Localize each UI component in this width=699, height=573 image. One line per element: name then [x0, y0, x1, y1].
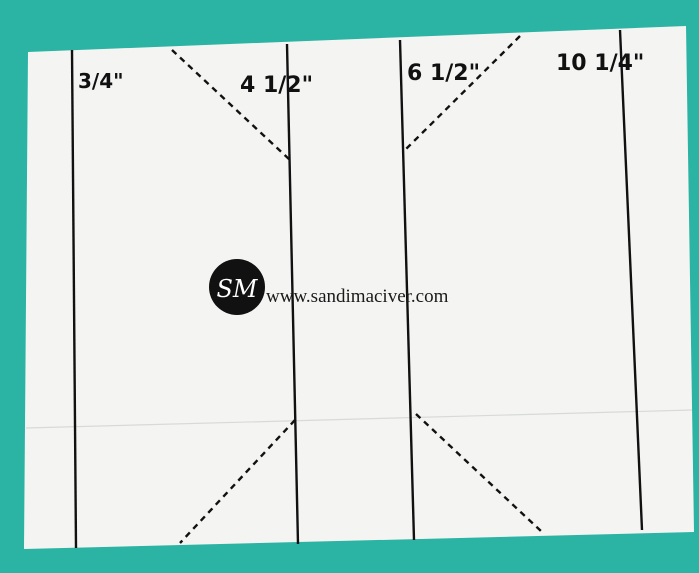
watermark-logo-text: SM	[216, 275, 258, 303]
measurement-label: 10 1/4"	[556, 51, 644, 76]
measurement-label: 6 1/2"	[407, 61, 480, 86]
watermark-url: www.sandimaciver.com	[266, 286, 449, 307]
measurement-label: 3/4"	[78, 69, 124, 93]
measurement-label: 4 1/2"	[240, 73, 313, 98]
